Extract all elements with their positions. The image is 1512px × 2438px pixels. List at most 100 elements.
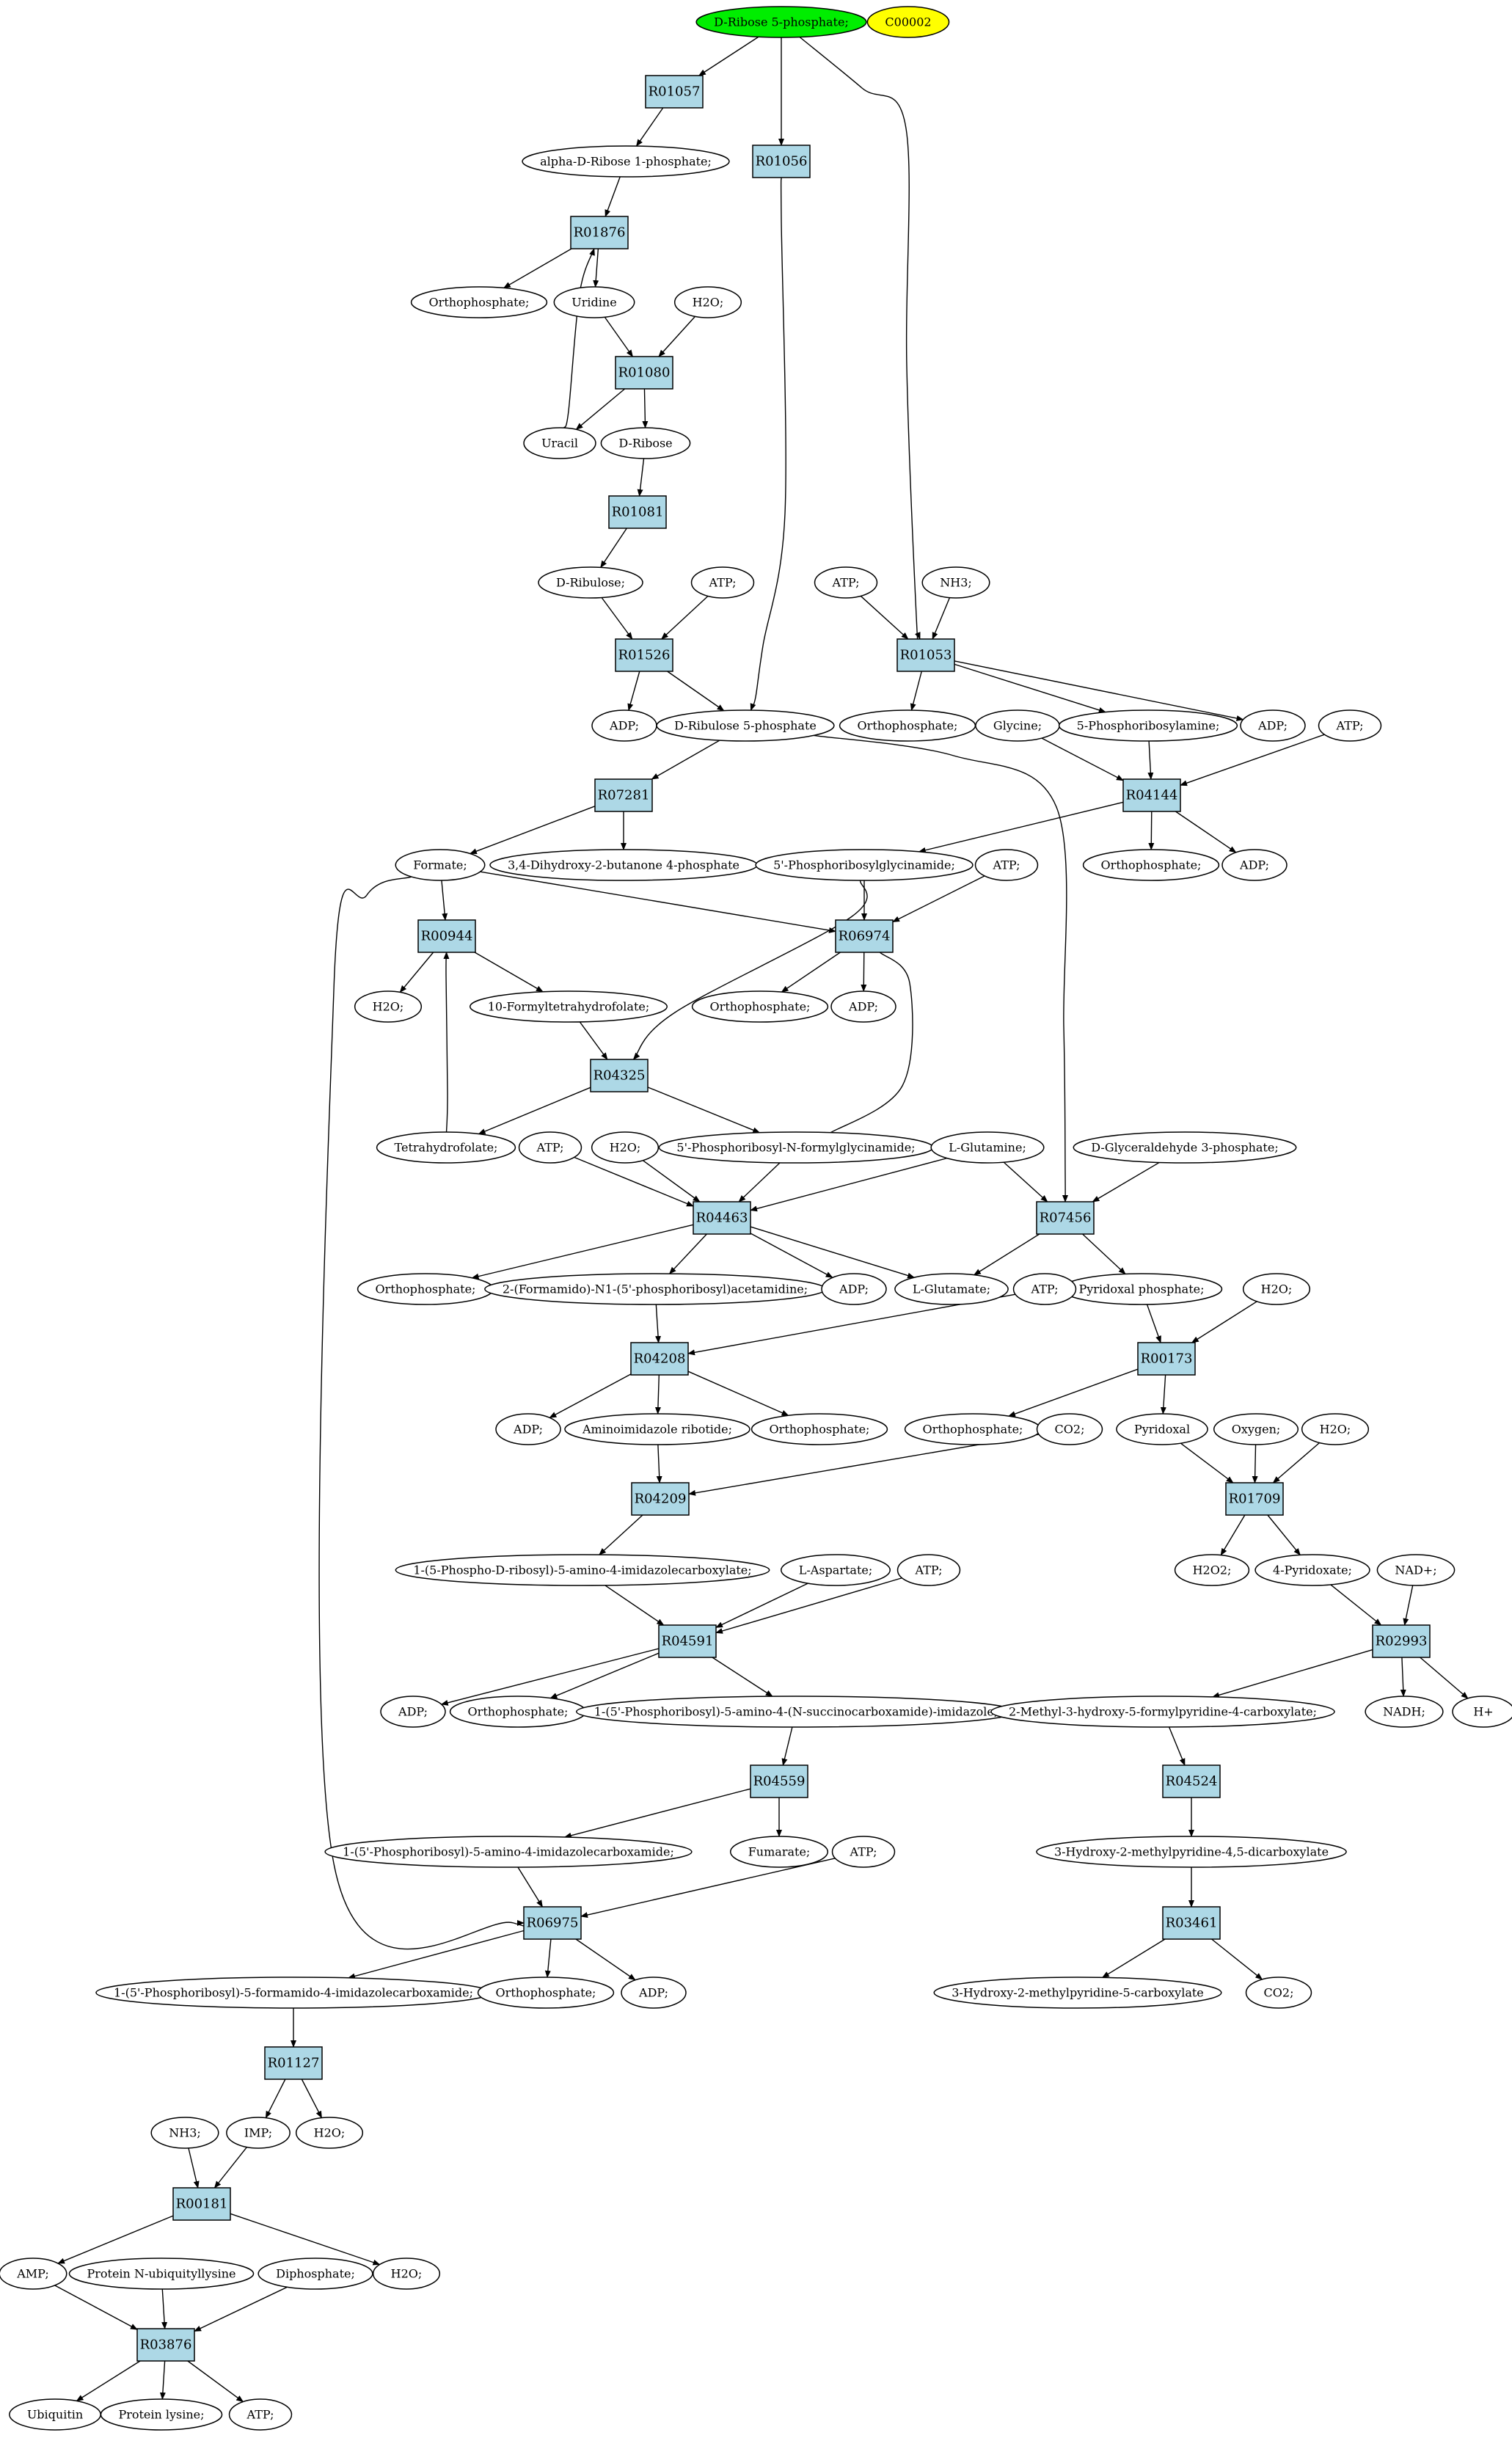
reaction-node: R06974 bbox=[835, 919, 894, 953]
compound-node: ATP; bbox=[690, 566, 755, 599]
reaction-edge bbox=[738, 1162, 781, 1202]
compound-ellipse bbox=[1174, 1554, 1250, 1586]
reaction-label: R03461 bbox=[1166, 1916, 1218, 1931]
compound-label: D-Ribose 5-phosphate; bbox=[714, 15, 849, 29]
compound-node: ATP; bbox=[896, 1554, 961, 1586]
compound-node: NH3; bbox=[921, 566, 990, 599]
compound-label: ATP; bbox=[993, 858, 1020, 872]
compound-node: D-Ribose bbox=[600, 427, 691, 459]
reaction-node: R03876 bbox=[136, 2328, 195, 2362]
reaction-node: R01709 bbox=[1225, 1482, 1284, 1516]
compound-label: Orthophosphate; bbox=[770, 1423, 870, 1437]
compound-ellipse bbox=[295, 2117, 364, 2149]
reaction-edge bbox=[635, 107, 664, 147]
compound-label: 5'-Phosphoribosyl-N-formylglycinamide; bbox=[676, 1141, 915, 1155]
reaction-box bbox=[750, 1764, 808, 1798]
compound-label: 1-(5'-Phosphoribosyl)-5-amino-4-imidazol… bbox=[343, 1845, 674, 1859]
compound-ellipse bbox=[150, 2117, 219, 2149]
reaction-edge bbox=[600, 528, 627, 569]
reaction-label: R04463 bbox=[696, 1211, 748, 1226]
compound-label: ATP; bbox=[850, 1845, 877, 1859]
compound-ellipse bbox=[0, 2258, 67, 2290]
reaction-box bbox=[1162, 1906, 1221, 1940]
compound-node: ADP; bbox=[591, 709, 657, 742]
compound-ellipse bbox=[68, 2258, 255, 2290]
reaction-node: R07456 bbox=[1036, 1201, 1095, 1235]
compound-node: ATP; bbox=[814, 566, 878, 599]
compound-node: Orthophosphate; bbox=[477, 1977, 615, 2009]
reaction-edge bbox=[605, 176, 621, 217]
reaction-edge bbox=[1180, 734, 1325, 786]
compound-node: H2O; bbox=[295, 2117, 364, 2149]
compound-ellipse bbox=[1254, 1554, 1370, 1586]
compound-ellipse bbox=[831, 1836, 896, 1868]
compound-label: NH3; bbox=[169, 2126, 201, 2140]
compound-node: ATP; bbox=[518, 1131, 582, 1164]
reaction-label: R04591 bbox=[662, 1634, 714, 1649]
reaction-edge bbox=[480, 871, 836, 933]
compound-ellipse bbox=[866, 6, 950, 38]
reaction-edge bbox=[1212, 1649, 1373, 1698]
compound-label: NH3; bbox=[940, 576, 972, 590]
root-compound-node: D-Ribose 5-phosphate; bbox=[695, 6, 867, 38]
reaction-node: R01127 bbox=[264, 2046, 323, 2080]
reaction-edge bbox=[213, 2147, 247, 2189]
reaction-edge bbox=[647, 1087, 761, 1134]
compound-label: H2O; bbox=[1261, 1282, 1293, 1296]
compound-ellipse bbox=[781, 1554, 891, 1586]
compound-ellipse bbox=[921, 566, 990, 599]
reaction-edge bbox=[1400, 1657, 1406, 1697]
compound-label: H2O; bbox=[693, 296, 724, 310]
reaction-edge bbox=[1420, 1657, 1469, 1699]
reaction-box bbox=[1225, 1482, 1284, 1516]
compound-ellipse bbox=[1221, 849, 1288, 881]
reaction-edge bbox=[861, 952, 867, 992]
compound-node: H2O; bbox=[372, 2258, 441, 2290]
compound-label: ADP; bbox=[848, 1000, 878, 1014]
reaction-edge bbox=[750, 1226, 916, 1279]
reaction-edge bbox=[161, 2288, 168, 2329]
reaction-edge bbox=[478, 1087, 591, 1135]
compound-node: Uracil bbox=[523, 427, 596, 459]
compound-node: 5-Phosphoribosylamine; bbox=[1058, 709, 1238, 742]
reaction-edge bbox=[1003, 1161, 1048, 1202]
compound-node: ATP; bbox=[974, 849, 1039, 881]
reaction-edge bbox=[605, 1585, 665, 1626]
compound-label: Orthophosphate; bbox=[376, 1282, 476, 1296]
reaction-edge bbox=[1008, 1368, 1139, 1417]
reaction-edge bbox=[57, 2215, 174, 2264]
compound-ellipse bbox=[395, 1554, 770, 1586]
reaction-edge bbox=[318, 876, 531, 1950]
compound-label: ADP; bbox=[1239, 858, 1269, 872]
reaction-node: R04463 bbox=[693, 1201, 751, 1235]
highlight-node: C00002 bbox=[866, 6, 950, 38]
compound-node: 5'-Phosphoribosylglycinamide; bbox=[755, 849, 974, 881]
compound-node: L-Glutamate; bbox=[894, 1273, 1009, 1305]
compound-node: 10-Formyltetrahydrofolate; bbox=[470, 990, 668, 1023]
compound-ellipse bbox=[1240, 709, 1306, 742]
compound-node: H2O; bbox=[591, 1131, 660, 1164]
reaction-label: R00944 bbox=[421, 929, 473, 944]
compound-label: H2O; bbox=[314, 2126, 346, 2140]
compound-ellipse bbox=[830, 990, 896, 1023]
compound-ellipse bbox=[896, 1554, 961, 1586]
reaction-box bbox=[1137, 1342, 1196, 1376]
compound-label: Pyridoxal bbox=[1134, 1423, 1190, 1437]
compound-label: 1-(5-Phospho-D-ribosyl)-5-amino-4-imidaz… bbox=[413, 1563, 751, 1577]
reaction-label: R01053 bbox=[900, 648, 952, 663]
reaction-box bbox=[264, 2046, 323, 2080]
compound-ellipse bbox=[1213, 1413, 1299, 1445]
reaction-box bbox=[1372, 1624, 1431, 1658]
reaction-label: R01081 bbox=[612, 505, 664, 520]
reaction-edge bbox=[932, 597, 951, 640]
reaction-label: R02993 bbox=[1376, 1634, 1428, 1649]
compound-ellipse bbox=[656, 709, 835, 742]
reaction-edge bbox=[1267, 1514, 1301, 1556]
compound-ellipse bbox=[1242, 1273, 1311, 1305]
reaction-node: R01526 bbox=[615, 638, 673, 672]
compound-label: alpha-D-Ribose 1-phosphate; bbox=[540, 155, 712, 169]
compound-ellipse bbox=[1301, 1413, 1370, 1445]
reaction-box bbox=[896, 638, 955, 672]
reaction-edge bbox=[656, 1444, 662, 1483]
compound-node: ADP; bbox=[1221, 849, 1288, 881]
